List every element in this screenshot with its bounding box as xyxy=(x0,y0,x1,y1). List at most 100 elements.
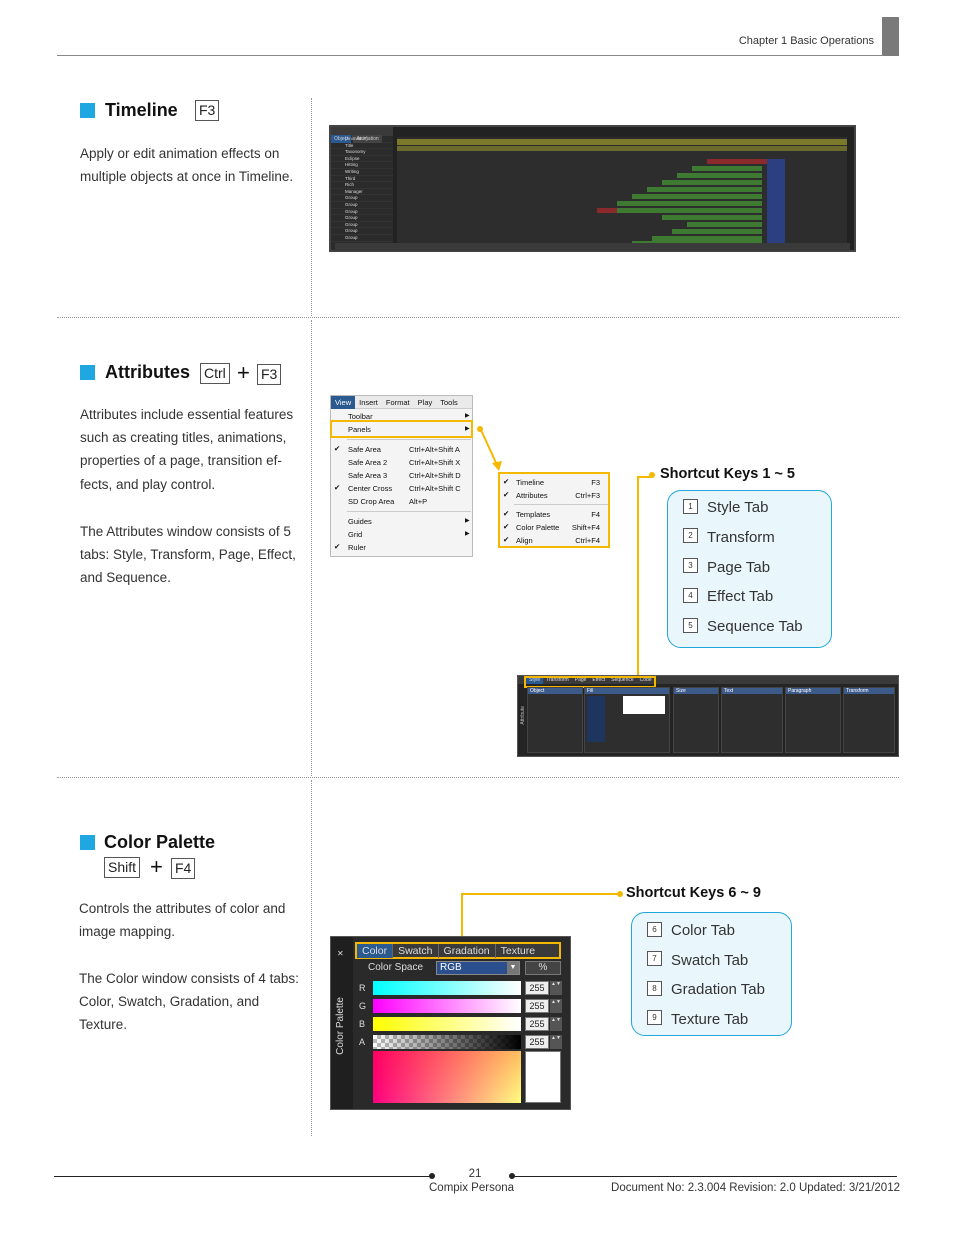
channel-value[interactable]: 255 xyxy=(525,1017,549,1031)
menu-format[interactable]: Format xyxy=(385,398,410,407)
timeline-row[interactable]: Hitting xyxy=(331,162,393,169)
submenu-item-shortcut: Ctrl+F4 xyxy=(575,536,600,545)
timeline-row[interactable]: Group xyxy=(331,202,393,209)
spinner-arrows-icon[interactable]: ▲▼ xyxy=(550,1035,562,1049)
tab-code[interactable]: Code xyxy=(639,677,652,683)
channel-value[interactable]: 255 xyxy=(525,1035,549,1049)
size-group: Size xyxy=(673,687,719,753)
timeline-row[interactable]: Group xyxy=(331,195,393,202)
menu-item-shortcut: Ctrl+Alt+Shift C xyxy=(409,484,461,493)
key-4: 4 xyxy=(683,587,698,603)
menu-item[interactable]: Panels▶ xyxy=(331,424,472,436)
menu-play[interactable]: Play xyxy=(417,398,433,407)
channel-slider[interactable] xyxy=(373,1017,521,1031)
checkmark-icon: ✔ xyxy=(503,490,510,499)
spinner-arrows-icon[interactable]: ▲▼ xyxy=(550,1017,562,1031)
tab-swatch[interactable]: Swatch xyxy=(392,944,437,958)
key-f4: F4 xyxy=(171,858,196,879)
footer-rule xyxy=(513,1176,897,1177)
timeline-row[interactable]: Eclipse xyxy=(331,156,393,163)
menu-item[interactable]: Guides▶ xyxy=(331,516,472,528)
menu-item-shortcut: Ctrl+Alt+Shift D xyxy=(409,471,461,480)
submenu-arrow-icon: ▶ xyxy=(465,426,470,432)
tab-transform[interactable]: Transform xyxy=(546,677,569,683)
attribute-vertical-label: Attribute xyxy=(520,706,526,725)
menu-item-label: Safe Area 2 xyxy=(348,458,388,467)
shortcut-label: Swatch Tab xyxy=(671,951,749,969)
menu-tools[interactable]: Tools xyxy=(440,398,458,407)
track-bar xyxy=(617,208,762,213)
spinner-arrows-icon[interactable]: ▲▼ xyxy=(550,999,562,1013)
timeline-track-area xyxy=(397,137,847,244)
tab-texture[interactable]: Texture xyxy=(494,944,540,958)
tab-effect[interactable]: Effect xyxy=(592,677,606,683)
checkmark-icon: ✔ xyxy=(334,483,341,492)
track-bar xyxy=(662,215,762,220)
key-8: 8 xyxy=(647,980,662,996)
timeline-row[interactable]: Group xyxy=(331,235,393,242)
tab-page[interactable]: Page xyxy=(574,677,587,683)
timeline-row[interactable]: Title xyxy=(331,143,393,150)
close-icon: ✕ xyxy=(337,949,344,958)
shortcut-label: Transform xyxy=(707,528,775,546)
callout-dot xyxy=(649,472,655,478)
menu-item[interactable]: Grid▶ xyxy=(331,529,472,541)
channel-slider[interactable] xyxy=(373,981,521,995)
shortcut-heading: Shortcut Keys 1 ~ 5 xyxy=(660,466,795,482)
menu-item-label: Grid xyxy=(348,530,363,539)
submenu-item-label: Color Palette xyxy=(516,523,560,532)
tab-sequence[interactable]: Sequence xyxy=(611,677,634,683)
timeline-row[interactable]: Rich xyxy=(331,182,393,189)
spinner-arrows-icon[interactable]: ▲▼ xyxy=(550,981,562,995)
channel-label: B xyxy=(359,1019,366,1029)
menu-item-shortcut: Alt+P xyxy=(409,497,428,506)
tab-style[interactable]: Style xyxy=(526,676,544,684)
percent-button[interactable]: % xyxy=(525,961,561,975)
color-space-select[interactable]: RGB▼ xyxy=(436,961,520,975)
timeline-row[interactable]: Group xyxy=(331,222,393,229)
timeline-row[interactable]: Third xyxy=(331,176,393,183)
menu-view[interactable]: View xyxy=(331,396,356,409)
tab-color[interactable]: Color xyxy=(357,944,393,958)
tab-gradation[interactable]: Gradation xyxy=(437,944,495,958)
menu-insert[interactable]: Insert xyxy=(359,398,378,407)
column-divider xyxy=(311,320,312,776)
channel-value[interactable]: 255 xyxy=(525,981,549,995)
timeline-row[interactable]: Taxonomy xyxy=(331,149,393,156)
timeline-row[interactable]: Group xyxy=(331,228,393,235)
shortcut-heading: Shortcut Keys 6 ~ 9 xyxy=(626,885,761,901)
timeline-row[interactable]: Writing xyxy=(331,169,393,176)
timeline-row[interactable]: Group xyxy=(331,215,393,222)
menu-item[interactable]: Toolbar▶ xyxy=(331,411,472,423)
menu-item[interactable]: ✔Ruler xyxy=(331,542,472,554)
menu-item-label: Guides xyxy=(348,517,372,526)
key-1: 1 xyxy=(683,498,698,514)
timeline-heading: Timeline xyxy=(105,100,178,120)
channel-value[interactable]: 255 xyxy=(525,999,549,1013)
submenu-item-label: Templates xyxy=(516,510,551,519)
color-field[interactable] xyxy=(373,1051,521,1103)
channel-slider[interactable] xyxy=(373,999,521,1013)
channel-slider[interactable] xyxy=(373,1035,521,1049)
callout-arrow xyxy=(480,429,502,471)
track-bar xyxy=(692,166,762,171)
key-shift: Shift xyxy=(104,857,141,878)
timeline-row[interactable]: Group xyxy=(331,209,393,216)
callout-line xyxy=(637,476,651,478)
timeline-row[interactable]: Manager xyxy=(331,189,393,196)
